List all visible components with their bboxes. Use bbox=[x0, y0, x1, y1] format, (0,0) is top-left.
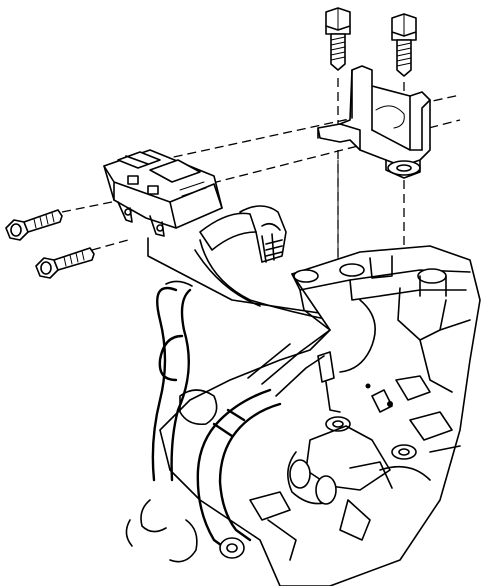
bolt-lower-1 bbox=[5, 209, 63, 241]
bolt-lower-2 bbox=[35, 247, 95, 279]
bolt-upper-right bbox=[391, 13, 417, 77]
engine-assembly bbox=[125, 245, 481, 586]
wire-harness bbox=[147, 237, 331, 321]
bolt-upper-left bbox=[325, 7, 351, 71]
sensor-module bbox=[103, 149, 223, 237]
electrical-connector bbox=[199, 205, 287, 263]
mounting-bracket bbox=[317, 65, 431, 179]
